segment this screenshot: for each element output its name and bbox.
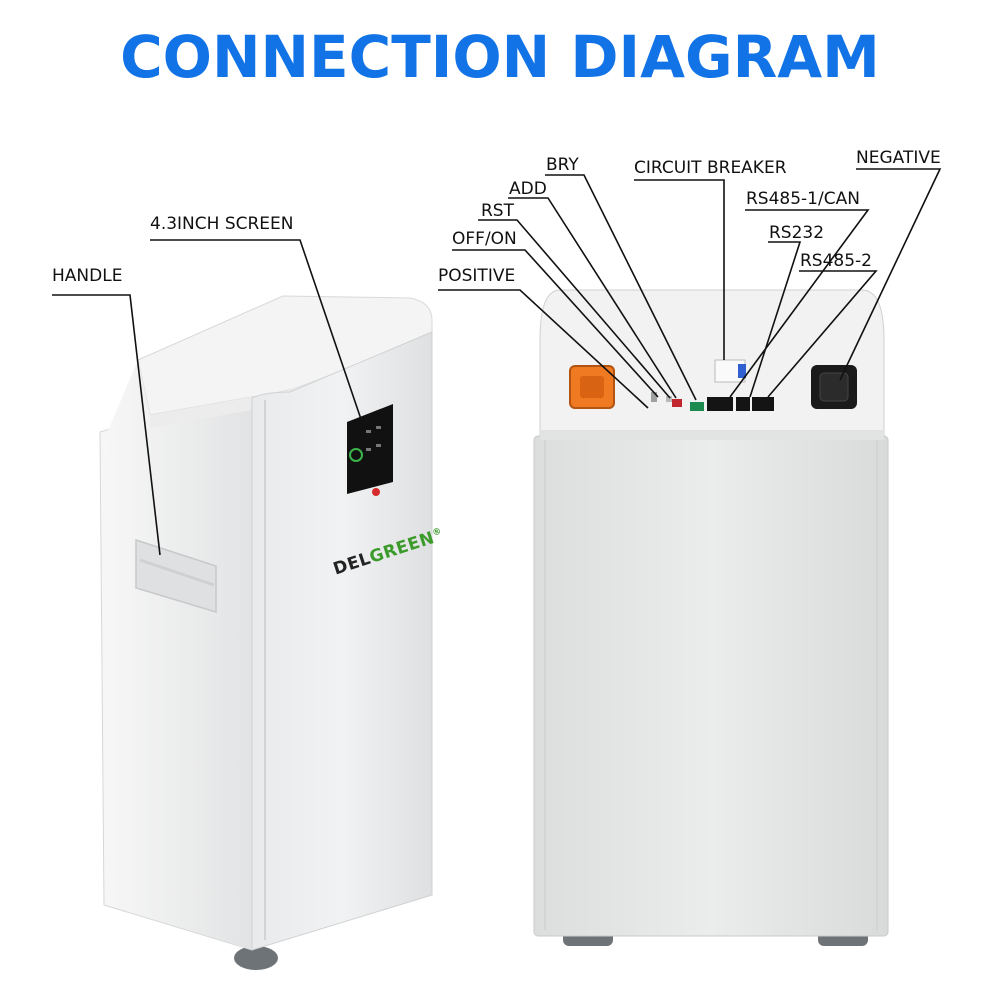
label-add: ADD bbox=[509, 179, 547, 199]
callout-lines bbox=[52, 168, 942, 556]
label-rs485-2: RS485-2 bbox=[800, 251, 873, 271]
right-battery-unit bbox=[533, 289, 889, 946]
add-dip-switch-icon bbox=[672, 399, 682, 407]
label-rs232: RS232 bbox=[769, 223, 825, 243]
label-rst: RST bbox=[481, 201, 514, 221]
page-title: CONNECTION DIAGRAM bbox=[120, 23, 880, 91]
handle-recess-icon bbox=[135, 538, 217, 614]
label-negative: NEGATIVE bbox=[856, 148, 941, 168]
left-unit-wheel-front bbox=[234, 946, 278, 970]
label-bry: BRY bbox=[546, 155, 579, 175]
label-rs485-1-can: RS485-1/CAN bbox=[746, 189, 860, 209]
off-on-switch-icon bbox=[651, 392, 657, 402]
left-battery-unit bbox=[99, 295, 433, 970]
bry-connector-icon bbox=[690, 402, 704, 411]
label-circuit-breaker: CIRCUIT BREAKER bbox=[634, 158, 787, 178]
rs485-1-can-port-icon bbox=[707, 397, 733, 411]
label-screen: 4.3INCH SCREEN bbox=[150, 214, 294, 234]
rs485-2-port-icon bbox=[752, 397, 774, 411]
rs232-port-icon bbox=[736, 397, 750, 411]
label-positive: POSITIVE bbox=[438, 266, 516, 286]
rst-button-icon bbox=[666, 396, 672, 402]
label-handle: HANDLE bbox=[52, 266, 123, 286]
label-off-on: OFF/ON bbox=[452, 229, 517, 249]
status-indicator-icon bbox=[372, 488, 380, 496]
